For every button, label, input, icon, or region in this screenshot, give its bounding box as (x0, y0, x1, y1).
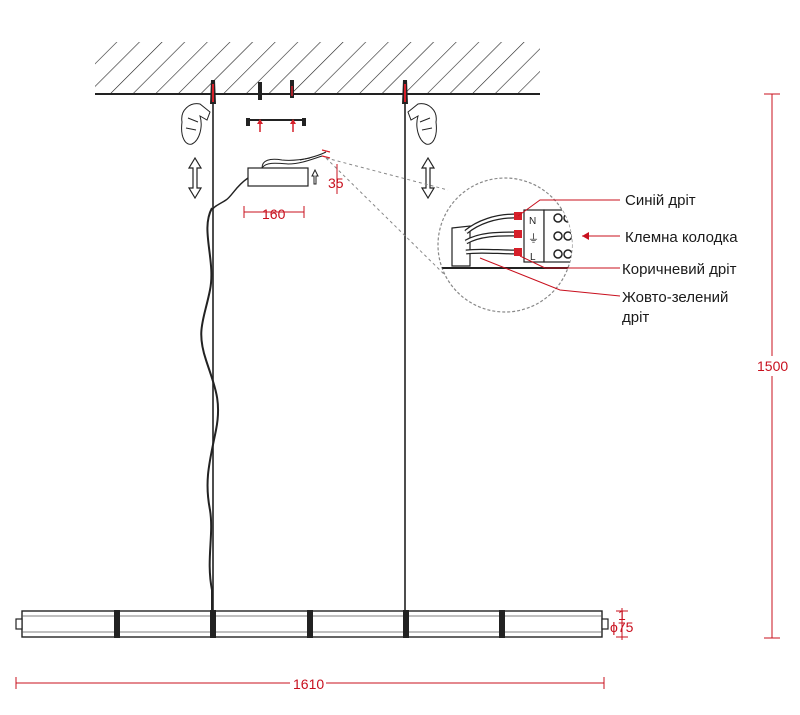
mounting-bracket (246, 118, 306, 132)
label-yellow-green-wire-2: дріт (622, 309, 649, 326)
wiring-detail-circle: N ⏚ L (437, 177, 573, 313)
driver-height-dimension: 35 (328, 164, 344, 194)
terminal-mark-ground: ⏚ (528, 232, 539, 245)
suspension-wires (212, 104, 406, 612)
terminal-mark-l: L (530, 252, 536, 263)
width-label: 1610 (293, 676, 324, 692)
terminal-mark-n: N (529, 216, 536, 227)
label-terminal-block: Клемна колодка (625, 229, 738, 246)
driver-box (211, 149, 331, 211)
ceiling-anchors (210, 80, 408, 104)
wire-labels: Синій дріт Клемна колодка Коричневий дрі… (622, 192, 738, 326)
detail-leader (325, 157, 451, 281)
label-yellow-green-wire-1: Жовто-зелений (622, 289, 728, 306)
height-label: 1500 (757, 358, 788, 374)
adjust-arrow-left-icon (187, 156, 203, 200)
anchor-center-2 (290, 80, 294, 98)
tube-top-label: 1 (618, 607, 626, 623)
driver-width-label: 160 (262, 206, 286, 222)
tube-diameter-label: ϕ75 (610, 619, 634, 635)
luminaire-tube (15, 610, 609, 638)
anchor-right (402, 80, 408, 104)
tube-diameter-dimension: 1 ϕ75 (610, 607, 634, 640)
height-dimension: 1500 (756, 93, 792, 639)
label-brown-wire: Коричневий дріт (622, 261, 737, 278)
hand-left-icon (181, 103, 211, 145)
hand-right-icon (407, 103, 437, 145)
anchor-center-1 (258, 82, 262, 100)
power-cable (200, 207, 220, 612)
adjust-arrow-right-icon (420, 156, 436, 200)
label-blue-wire: Синій дріт (625, 192, 696, 209)
width-dimension: 1610 (15, 674, 605, 692)
anchor-left (210, 80, 216, 104)
driver-width-dimension: 160 (243, 206, 305, 222)
driver-height-label: 35 (328, 175, 344, 191)
ceiling (95, 42, 540, 95)
label-leaders (479, 199, 621, 297)
